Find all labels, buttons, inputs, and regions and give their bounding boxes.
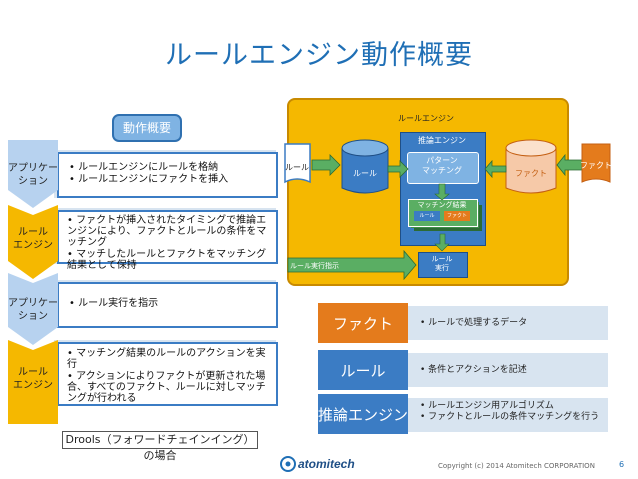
row-4-chevron [8, 340, 58, 424]
row-2-bullet-2: • マッチしたルールとファクトをマッチング結果として保持 [67, 249, 267, 271]
rule-arrow [311, 154, 341, 176]
fact-arrow [556, 153, 583, 177]
fact-db-label: ファクト [515, 169, 547, 178]
atomitech-logo: atomitech [280, 456, 355, 472]
fact-document-label: ファクト [580, 161, 612, 170]
rule-db-icon [341, 148, 389, 194]
pattern-matching-box [407, 152, 479, 184]
row-2-chevron [8, 205, 58, 279]
legend-key-inference: 推論エンジン [318, 394, 408, 434]
row-4-bullets: • マッチング結果のルールのアクションを実行 • アクションによりファクトが更新… [67, 348, 272, 404]
legend-key-fact: ファクト [318, 303, 408, 343]
match-result-label: マッチング結果 [417, 201, 467, 209]
match-fact-chip: ファクト [444, 211, 470, 221]
row-3-chevron [8, 273, 58, 345]
fact-to-pattern-arrow [484, 159, 507, 179]
row-3-bullet-1: • ルール実行を指示 [69, 298, 159, 309]
row-1-label: アプリケー ション [8, 163, 58, 187]
inference-engine-label: 推論エンジン [418, 136, 466, 145]
row-2-bullets: • ファクトが挿入されたタイミングで推論エンジンにより、ファクトとルールの条件を… [67, 215, 272, 271]
match-to-exec-arrow [434, 233, 450, 252]
rule-engine-label: ルールエンジン [398, 114, 454, 123]
row-3-box: • ルール実行を指示 [57, 282, 278, 328]
row-1-box: • ルールエンジンにルールを格納 • ルールエンジンにファクトを挿入 [57, 152, 278, 198]
rule-db-label: ルール [353, 169, 377, 178]
row-4-bullet-2: • アクションによりファクトが更新された場合、すべてのファクト、ルールに対しマッ… [67, 371, 266, 404]
rule-exec-label: ルール 実行 [431, 255, 453, 272]
logo-text: atomitech [298, 457, 355, 471]
legend-key-rule: ルール [318, 350, 408, 390]
row-2-box: • ファクトが挿入されたタイミングで推論エンジンにより、ファクトとルールの条件を… [57, 210, 278, 271]
legend-text-rule: • 条件とアクションを記述 [420, 365, 527, 375]
pattern-to-match-arrow [434, 183, 450, 201]
row-4-bullet-1: • マッチング結果のルールのアクションを実行 [67, 348, 266, 370]
row-1-bullet-2: • ルールエンジンにファクトを挿入 [69, 174, 229, 185]
pattern-matching-label: パターン マッチング [422, 156, 462, 175]
row-1-bullets: • ルールエンジンにルールを格納 • ルールエンジンにファクトを挿入 [69, 162, 276, 185]
row-1-bullet-1: • ルールエンジンにルールを格納 [69, 162, 219, 173]
match-rule-chip: ルール [414, 211, 440, 221]
rule-exec-instruction-arrow [287, 249, 417, 281]
legend-text-inference: • ルールエンジン用アルゴリズム • ファクトとルールの条件マッチングを行う [420, 401, 599, 423]
page-title: ルールエンジン動作概要 [165, 40, 473, 71]
legend-text-inference-1: • ルールエンジン用アルゴリズム [420, 401, 554, 411]
rule-document-icon [284, 143, 311, 184]
rule-document-label: ルール [285, 163, 309, 172]
row-3-label: アプリケー ション [8, 298, 58, 322]
legend-text-inference-2: • ファクトとルールの条件マッチングを行う [420, 412, 600, 422]
rule-exec-instruction-label: ルール実行指示 [290, 262, 339, 270]
row-4-box: • マッチング結果のルールのアクションを実行 • アクションによりファクトが更新… [57, 342, 278, 406]
page-number: 6 [619, 460, 625, 469]
legend-text-fact: • ルールで処理するデータ [420, 318, 528, 328]
row-3-bullets: • ルール実行を指示 [69, 298, 276, 309]
row-1-chevron [8, 140, 58, 208]
fact-db-icon [505, 148, 557, 194]
row-2-label: ルール エンジン [13, 227, 53, 251]
db-to-pattern-arrow [387, 160, 409, 178]
fact-document-icon [581, 143, 611, 183]
row-4-label: ルール エンジン [13, 367, 53, 391]
rule-exec-box [418, 252, 468, 278]
drools-note: Drools（フォワードチェインイング）の場合 [62, 431, 258, 462]
row-2-bullet-1: • ファクトが挿入されたタイミングで推論エンジンにより、ファクトとルールの条件を… [67, 215, 267, 248]
diagram-shapes [284, 139, 611, 281]
copyright: Copyright (c) 2014 Atomitech CORPORATION [438, 462, 595, 470]
overview-badge: 動作概要 [112, 114, 182, 142]
